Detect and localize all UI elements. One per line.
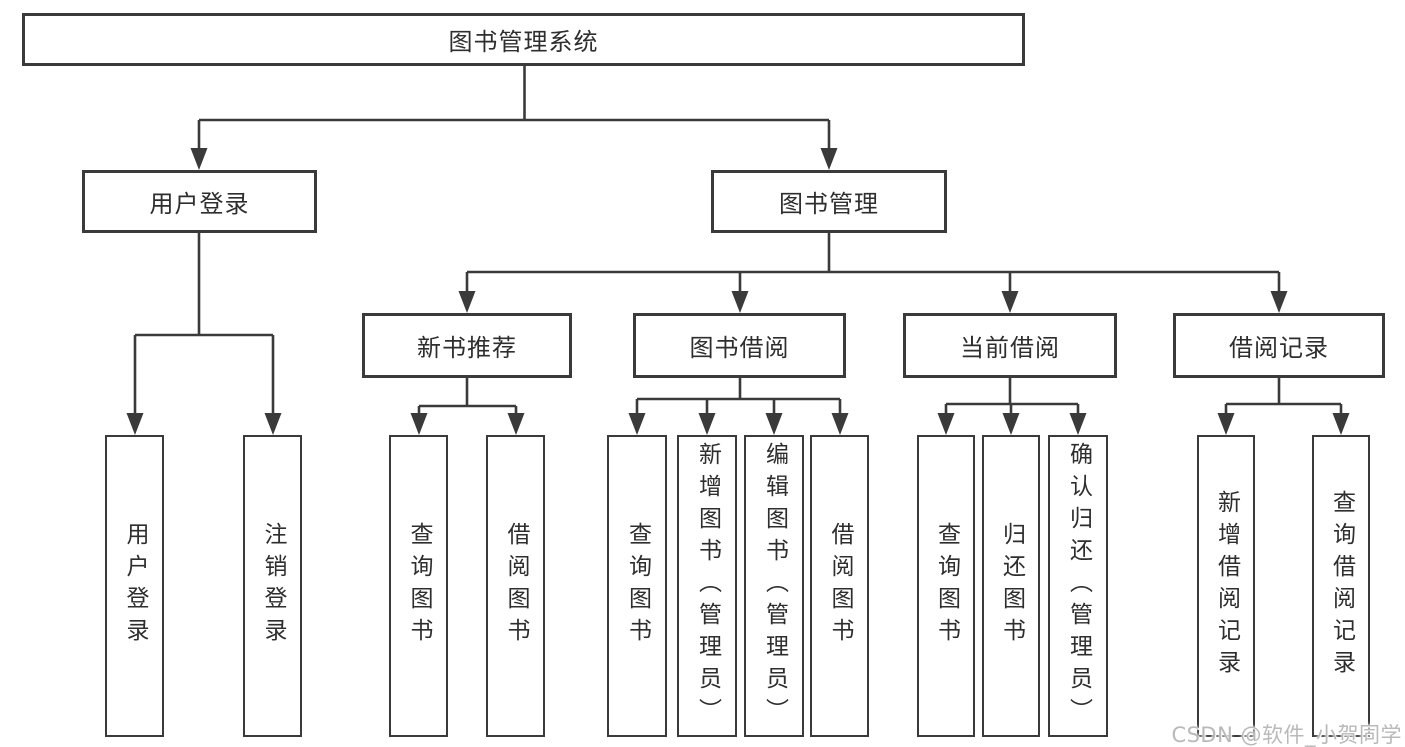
leaf-user-login: 用户登录 xyxy=(105,435,164,737)
csdn-watermark: CSDN @软件_小贺同学 xyxy=(1171,723,1402,747)
node-new-book-recommend: 新书推荐 xyxy=(362,313,572,378)
leaf-recommend-query-books: 查询图书 xyxy=(389,435,448,737)
leaf-return-books: 归还图书 xyxy=(982,435,1040,737)
leaf-add-borrow-record: 新增借阅记录 xyxy=(1197,435,1255,737)
node-current-borrow: 当前借阅 xyxy=(903,313,1117,378)
leaf-edit-books-admin: 编辑图书（管理员） xyxy=(744,435,804,737)
node-book-borrow: 图书借阅 xyxy=(633,313,846,378)
node-borrow-records: 借阅记录 xyxy=(1173,313,1385,378)
node-book-management: 图书管理 xyxy=(711,170,947,233)
node-user-login: 用户登录 xyxy=(82,170,317,233)
leaf-query-borrow-record: 查询借阅记录 xyxy=(1312,435,1370,737)
leaf-recommend-borrow-books: 借阅图书 xyxy=(486,435,545,737)
arrowhead-icons xyxy=(126,148,1350,435)
leaf-current-query-books: 查询图书 xyxy=(917,435,975,737)
node-library-management-system: 图书管理系统 xyxy=(22,13,1025,66)
leaf-borrow-query-books: 查询图书 xyxy=(607,435,667,737)
leaf-logout: 注销登录 xyxy=(243,435,302,737)
leaf-borrow-books: 借阅图书 xyxy=(810,435,869,737)
leaf-add-books-admin: 新增图书（管理员） xyxy=(677,435,737,737)
leaf-confirm-return-admin: 确认归还（管理员） xyxy=(1048,435,1108,737)
